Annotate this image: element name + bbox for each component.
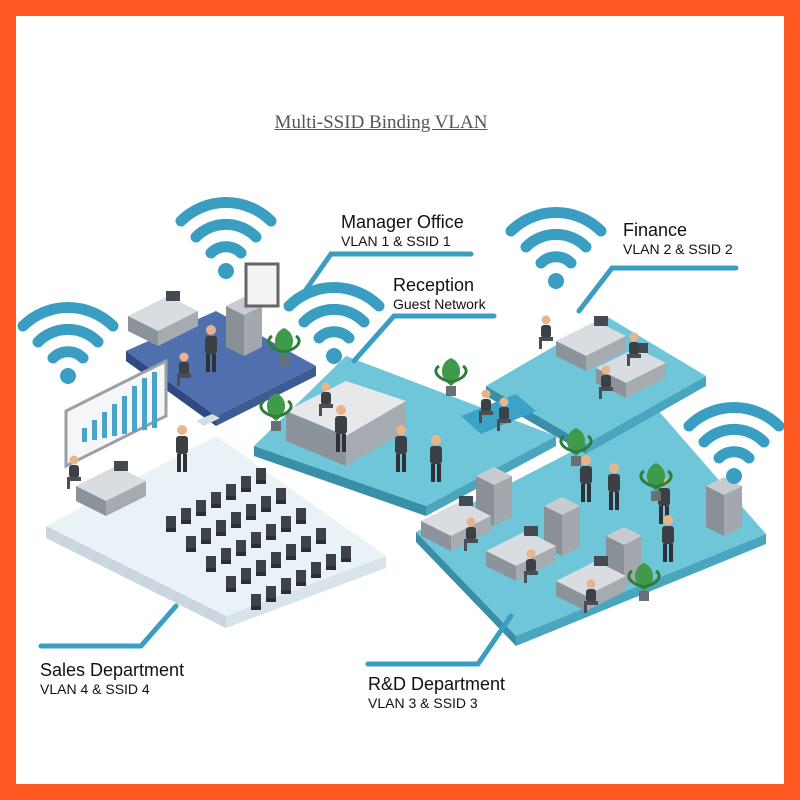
wifi-icon-reception — [289, 288, 379, 364]
reception-label: Reception Guest Network — [393, 275, 486, 312]
zone-vlan: VLAN 4 & SSID 4 — [40, 680, 150, 697]
wifi-icon-sales — [23, 308, 113, 384]
callout-lines — [38, 251, 739, 667]
zone-vlan: VLAN 3 & SSID 3 — [368, 694, 478, 711]
rd-department-label: R&D Department VLAN 3 & SSID 3 — [368, 674, 505, 711]
wifi-icon-finance — [511, 213, 601, 289]
diagram-frame: Multi-SSID Binding VLAN — [16, 16, 784, 784]
zone-vlan: Guest Network — [393, 295, 486, 312]
zone-name: Sales Department — [40, 660, 185, 680]
zone-name: Reception — [393, 275, 475, 295]
rd-floor — [416, 408, 766, 646]
office-scene — [16, 16, 784, 667]
zone-name: Manager Office — [341, 212, 464, 232]
diagram-title: Multi-SSID Binding VLAN — [274, 112, 488, 133]
zone-vlan: VLAN 1 & SSID 1 — [341, 232, 451, 249]
zone-name: Finance — [623, 220, 688, 240]
zone-name: R&D Department — [368, 674, 506, 694]
zone-vlan: VLAN 2 & SSID 2 — [623, 240, 733, 257]
sales-department-label: Sales Department VLAN 4 & SSID 4 — [40, 660, 184, 697]
manager-office-label: Manager Office VLAN 1 & SSID 1 — [341, 212, 464, 249]
finance-label: Finance VLAN 2 & SSID 2 — [623, 220, 733, 257]
